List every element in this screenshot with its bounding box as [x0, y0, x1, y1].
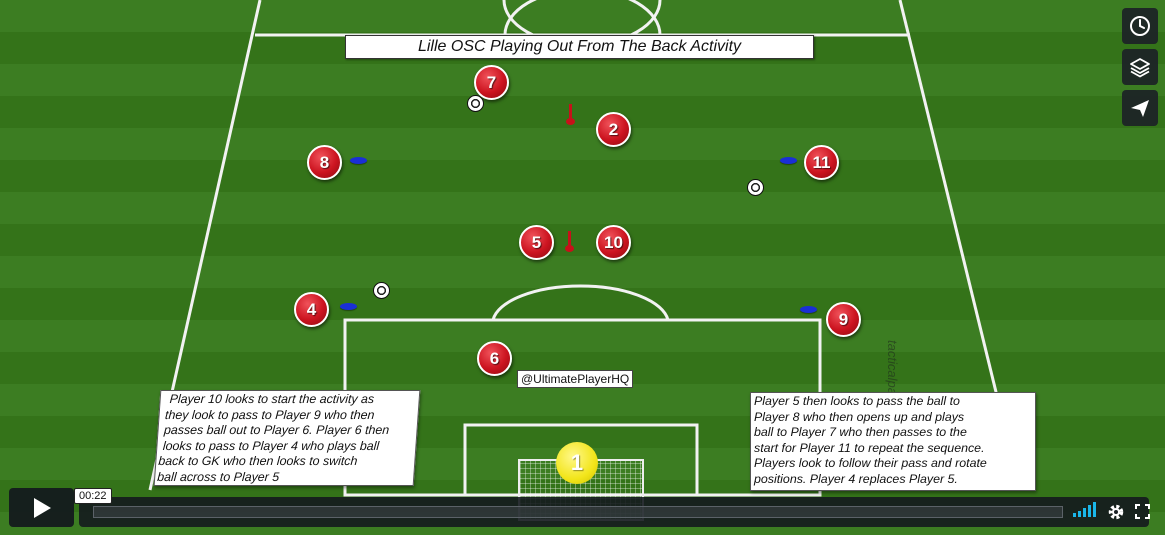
progress-bar[interactable]	[93, 506, 1063, 518]
time-tooltip: 00:22	[74, 488, 112, 504]
layers-icon	[1130, 58, 1150, 78]
volume-icon[interactable]	[1073, 502, 1097, 518]
player-8: 8	[307, 145, 342, 180]
share-button[interactable]	[1122, 90, 1158, 126]
player-5: 5	[519, 225, 554, 260]
social-handle: @UltimatePlayerHQ	[517, 370, 634, 388]
player-7: 7	[474, 65, 509, 100]
play-icon	[33, 497, 51, 518]
player-11: 11	[804, 145, 839, 180]
player-2: 2	[596, 112, 631, 147]
pole-marker	[566, 104, 575, 125]
player-6: 6	[477, 341, 512, 376]
pole-marker	[565, 231, 574, 252]
player-4: 4	[294, 292, 329, 327]
ball	[467, 95, 484, 112]
ball	[747, 179, 764, 196]
player-9: 9	[826, 302, 861, 337]
collections-button[interactable]	[1122, 49, 1158, 85]
watch-later-button[interactable]	[1122, 8, 1158, 44]
ball	[373, 282, 390, 299]
clock-icon	[1130, 16, 1150, 36]
cone-marker	[800, 306, 817, 313]
cone-marker	[780, 157, 797, 164]
send-icon	[1131, 100, 1149, 117]
goalkeeper: 1	[556, 442, 598, 484]
instructions-right: Player 5 then looks to pass the ball to …	[750, 392, 1036, 491]
cone-marker	[350, 157, 367, 164]
diagram-title: Lille OSC Playing Out From The Back Acti…	[345, 35, 814, 59]
play-button[interactable]	[9, 488, 74, 527]
settings-icon[interactable]	[1107, 503, 1125, 521]
fullscreen-icon[interactable]	[1135, 504, 1150, 519]
instructions-left: Player 10 looks to start the activity as…	[153, 390, 421, 486]
control-bar	[79, 497, 1149, 527]
player-10: 10	[596, 225, 631, 260]
cone-marker	[340, 303, 357, 310]
